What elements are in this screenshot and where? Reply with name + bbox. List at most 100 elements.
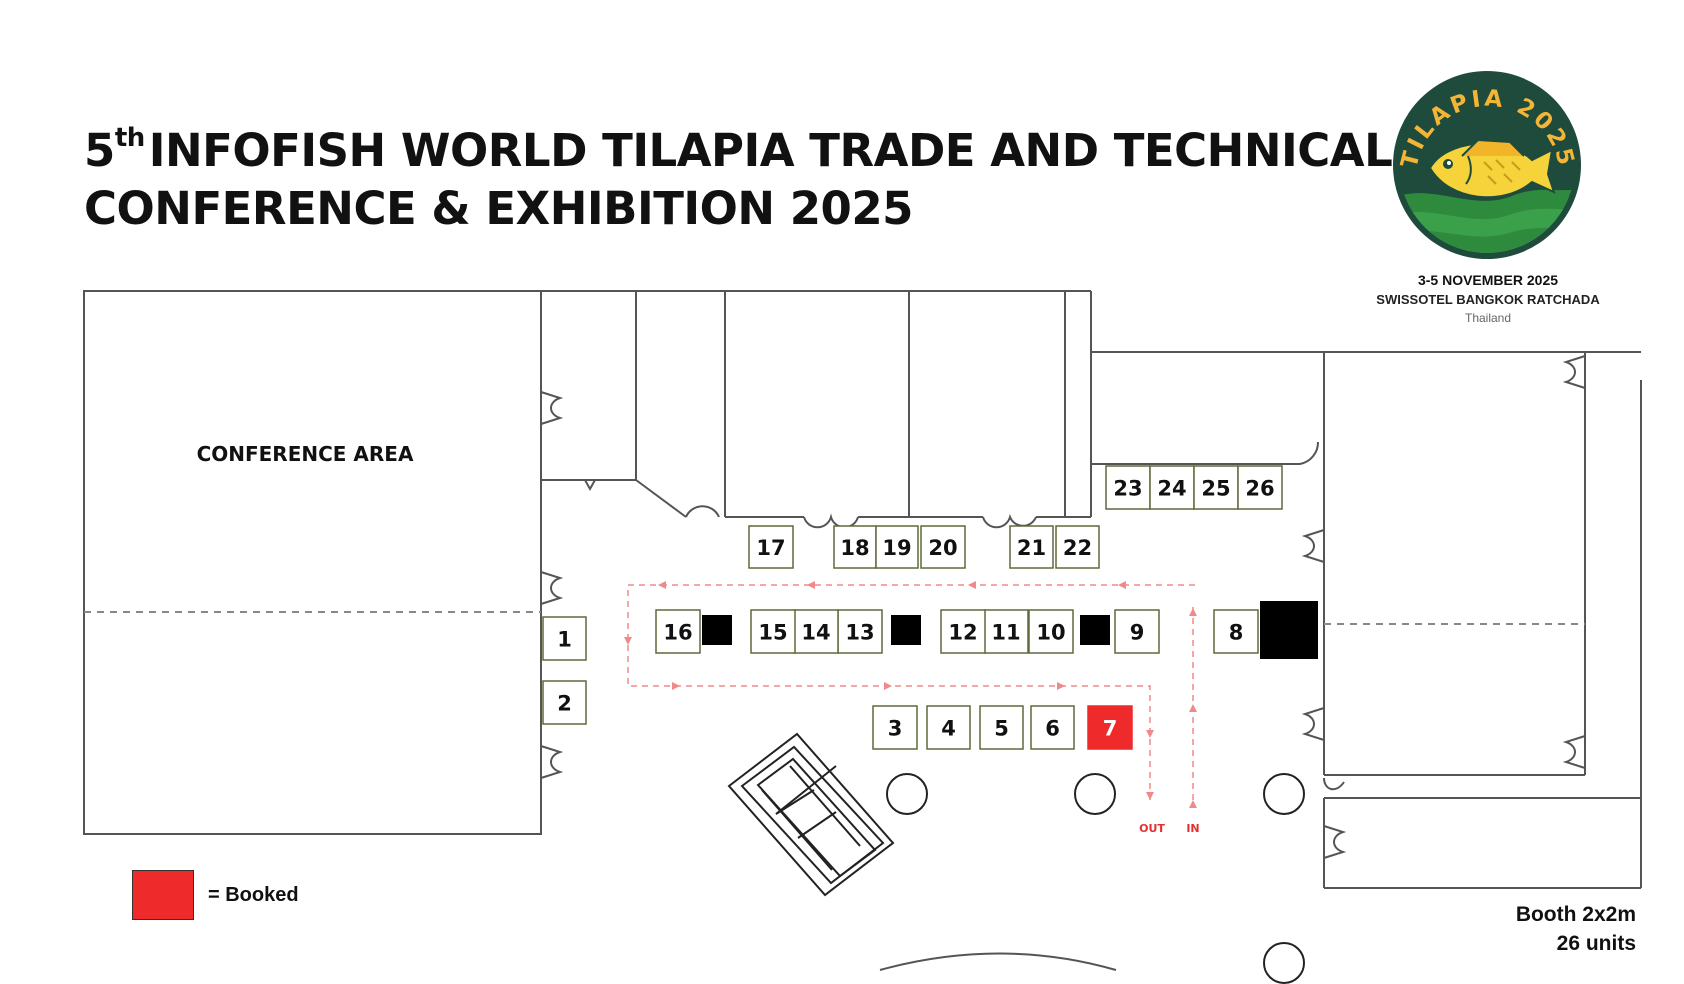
booth-15[interactable]: 15 [750, 609, 796, 654]
booth-number: 6 [1045, 717, 1060, 741]
tilapia-fish-icon [1428, 138, 1556, 199]
booth-box[interactable] [833, 525, 877, 569]
booth-box[interactable] [1028, 609, 1074, 654]
booth-box[interactable] [1149, 465, 1195, 510]
in-label: IN [1186, 822, 1199, 835]
booth-box[interactable] [872, 705, 918, 750]
booth-box[interactable] [750, 609, 796, 654]
booth-number: 13 [845, 621, 874, 645]
pillars [886, 773, 1305, 984]
booth-22[interactable]: 22 [1055, 525, 1100, 569]
title-ordinal: 5 [84, 124, 115, 177]
booth-6[interactable]: 6 [1030, 705, 1075, 750]
booth-1[interactable]: 1 [542, 616, 587, 661]
booth-box[interactable] [793, 609, 839, 654]
booth-number: 4 [941, 717, 956, 741]
booth-number: 20 [928, 536, 957, 560]
column-block [891, 615, 921, 645]
out-label: OUT [1139, 822, 1165, 835]
booth-20[interactable]: 20 [920, 525, 966, 569]
event-country: Thailand [1464, 311, 1512, 325]
booth-number: 16 [663, 621, 692, 645]
title-line-2: CONFERENCE & EXHIBITION 2025 [84, 182, 913, 235]
event-dates: 3-5 NOVEMBER 2025 [1417, 272, 1559, 288]
booth-12[interactable]: 12 [940, 609, 986, 654]
booth-25[interactable]: 25 [1193, 465, 1239, 510]
booth-box[interactable] [1055, 525, 1100, 569]
booth-3[interactable]: 3 [872, 705, 918, 750]
booth-box[interactable] [542, 616, 587, 661]
booth-11[interactable]: 11 [983, 609, 1029, 654]
conference-area-label: CONFERENCE AREA [197, 442, 414, 466]
booth-box[interactable] [1030, 705, 1075, 750]
booth-number: 1 [557, 628, 572, 652]
booth-number: 8 [1229, 621, 1244, 645]
booth-number: 15 [758, 621, 787, 645]
event-venue: SWISSOTEL BANGKOK RATCHADA [1376, 292, 1600, 307]
booth-box[interactable] [655, 609, 701, 654]
title-ordinal-suffix: th [114, 123, 145, 153]
booth-17[interactable]: 17 [748, 525, 794, 569]
booth-box[interactable] [920, 525, 966, 569]
legend-booked-text: = Booked [208, 883, 299, 906]
booth-number: 7 [1103, 717, 1118, 741]
booth-4[interactable]: 4 [926, 705, 971, 750]
booth-7[interactable]: 7 [1087, 705, 1133, 750]
booth-number: 3 [888, 717, 903, 741]
booth-number: 22 [1063, 536, 1092, 560]
booth-10[interactable]: 10 [1028, 609, 1074, 654]
booth-24[interactable]: 24 [1149, 465, 1195, 510]
pillar [1263, 942, 1305, 984]
column-block [702, 615, 732, 645]
booth-number: 21 [1017, 536, 1046, 560]
booth-box[interactable] [1114, 609, 1160, 654]
booth-16[interactable]: 16 [655, 609, 701, 654]
column-block [1080, 615, 1110, 645]
booth-13[interactable]: 13 [837, 609, 883, 654]
tilapia-2025-logo: TILAPIA 2025 [1393, 71, 1581, 259]
booth-box[interactable] [748, 525, 794, 569]
page-title: 5thINFOFISH WORLD TILAPIA TRADE AND TECH… [84, 122, 1393, 238]
booth-9[interactable]: 9 [1114, 609, 1160, 654]
booth-size: Booth 2x2m [1515, 903, 1636, 926]
booth-19[interactable]: 19 [875, 525, 919, 569]
booth-number: 17 [756, 536, 785, 560]
column-block-large [1260, 601, 1318, 659]
booth-number: 25 [1201, 477, 1230, 501]
booth-number: 12 [948, 621, 977, 645]
booth-box[interactable] [1009, 525, 1054, 569]
walls [83, 290, 1642, 971]
booth-box[interactable] [940, 609, 986, 654]
escalator [727, 732, 895, 897]
booth-box[interactable] [542, 680, 587, 725]
booth-26[interactable]: 26 [1237, 465, 1283, 510]
event-info: 3-5 NOVEMBER 2025 SWISSOTEL BANGKOK RATC… [1360, 271, 1616, 326]
booth-box[interactable] [1213, 609, 1259, 654]
booth-18[interactable]: 18 [833, 525, 877, 569]
booth-2[interactable]: 2 [542, 680, 587, 725]
booth-14[interactable]: 14 [793, 609, 839, 654]
stage-curve [879, 952, 1117, 971]
booth-23[interactable]: 23 [1105, 465, 1151, 510]
booth-number: 18 [840, 536, 869, 560]
booth-8[interactable]: 8 [1213, 609, 1259, 654]
title-line-1: INFOFISH WORLD TILAPIA TRADE AND TECHNIC… [148, 124, 1393, 177]
booth-box[interactable] [1087, 705, 1133, 750]
booth-5[interactable]: 5 [979, 705, 1024, 750]
pillar [1074, 773, 1116, 815]
booth-number: 2 [557, 692, 572, 716]
pillar [1263, 773, 1305, 815]
booth-box[interactable] [1105, 465, 1151, 510]
visitor-flow: OUT IN [624, 581, 1200, 835]
booth-box[interactable] [979, 705, 1024, 750]
booth-number: 19 [882, 536, 911, 560]
booth-21[interactable]: 21 [1009, 525, 1054, 569]
booth-box[interactable] [926, 705, 971, 750]
booth-number: 24 [1157, 477, 1186, 501]
booth-box[interactable] [875, 525, 919, 569]
booth-box[interactable] [1237, 465, 1283, 510]
conference-hall-outline [83, 290, 542, 835]
structures [702, 601, 1318, 659]
